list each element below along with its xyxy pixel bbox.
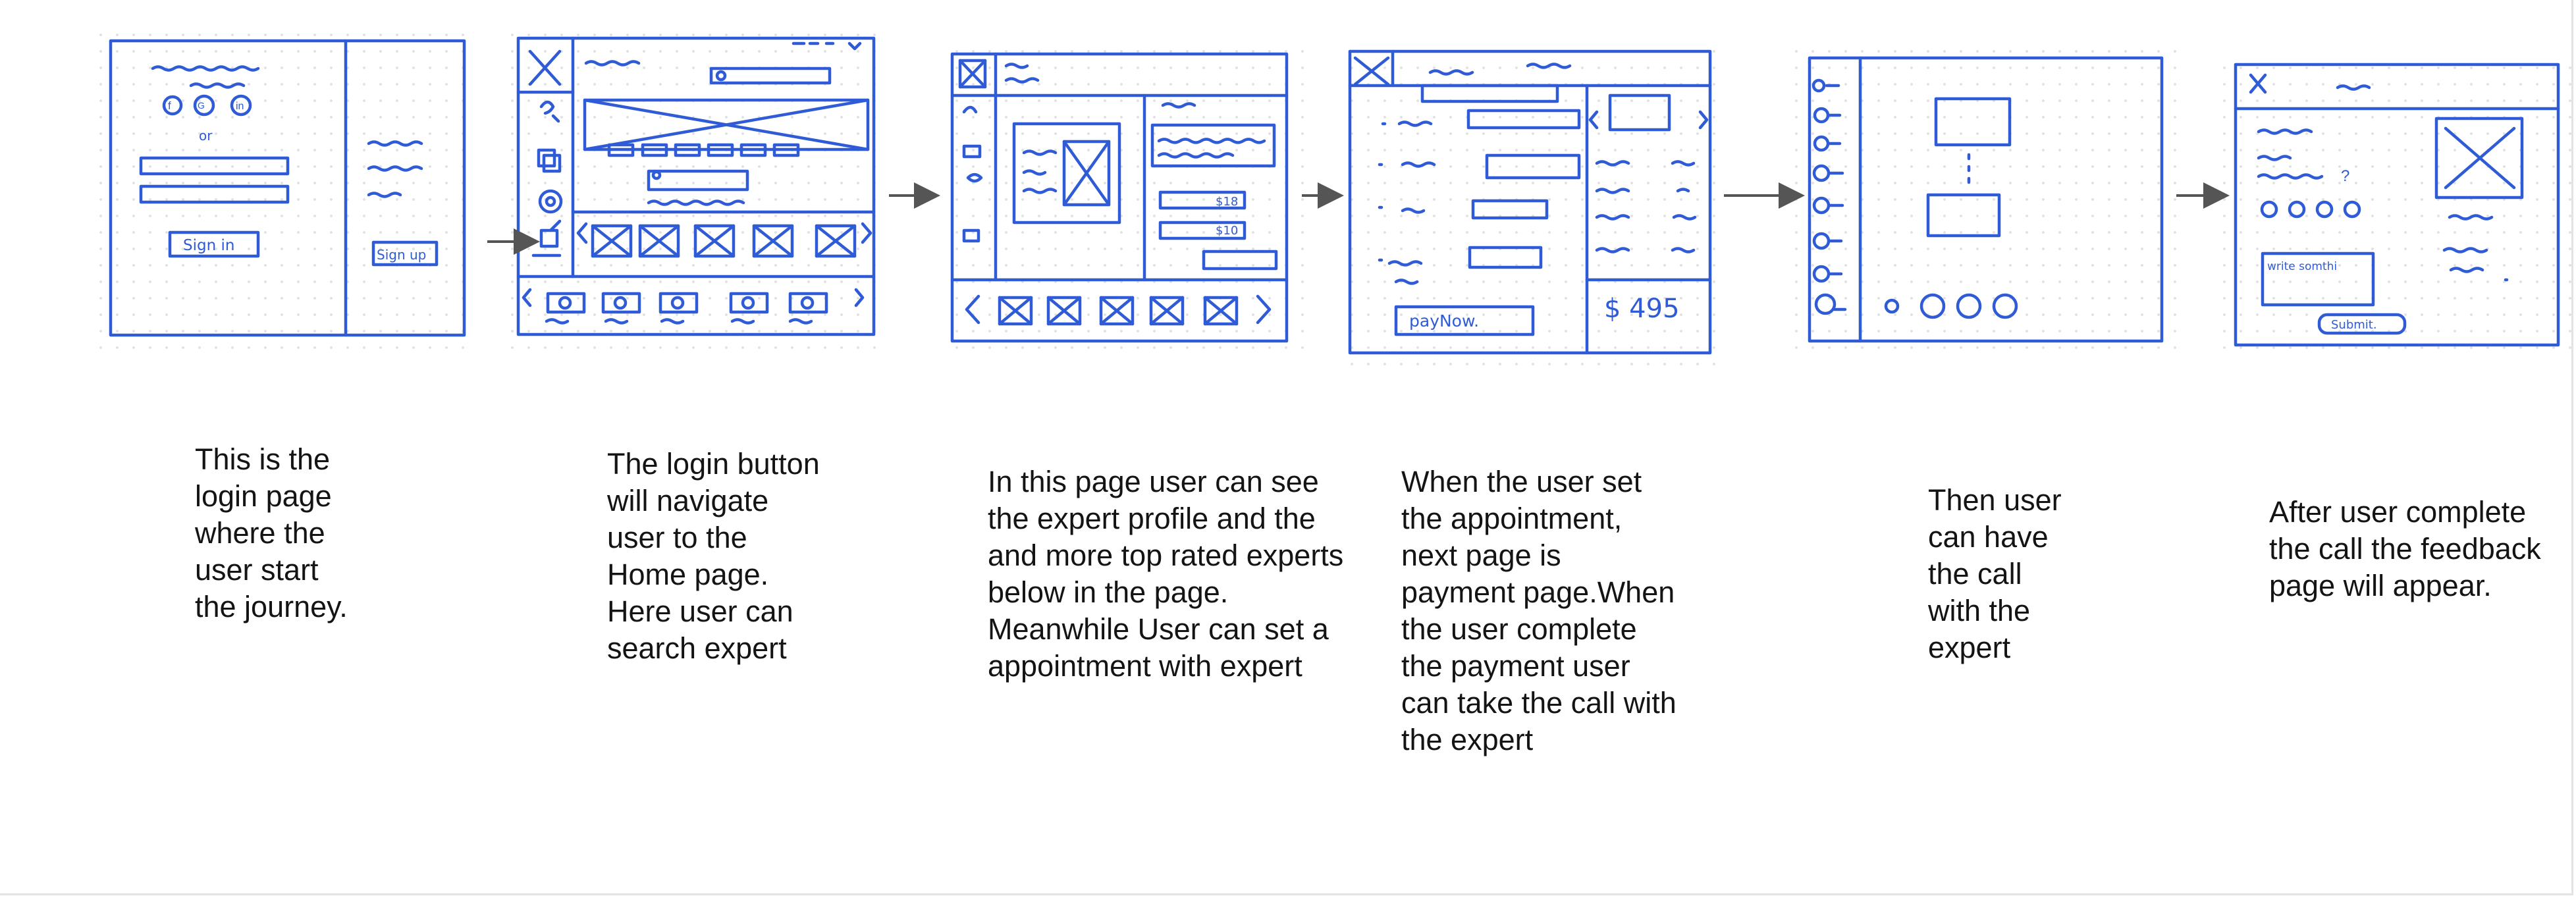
expert-profile-sketch — [950, 52, 1289, 343]
svg-text:in: in — [236, 101, 244, 112]
svg-text:f: f — [168, 99, 171, 112]
login-page-sketch: f G in — [109, 39, 466, 337]
svg-text:?: ? — [2341, 167, 2349, 185]
feedback-page-sketch: ? — [2234, 63, 2560, 347]
flow-arrows — [487, 182, 2230, 255]
caption-login: This is the login page where the user st… — [195, 442, 348, 623]
login-signup-label: Sign up — [377, 247, 426, 263]
feedback-input-label: write somthi — [2267, 260, 2337, 273]
caption-home: The login button will navigate user to t… — [607, 447, 820, 665]
paynow-label: payNow. — [1409, 311, 1479, 330]
profile-price-label: $10 — [1216, 224, 1238, 238]
svg-text:G: G — [198, 100, 205, 111]
call-page-sketch — [1808, 56, 2164, 343]
feedback-submit-label: Submit. — [2331, 318, 2377, 332]
payment-total-label: $ 495 — [1604, 294, 1680, 324]
payment-page-sketch — [1348, 49, 1712, 355]
caption-expert-profile: In this page user can see the expert pro… — [988, 465, 1344, 683]
caption-call: Then user can have the call with the exp… — [1928, 483, 2062, 664]
caption-feedback: After user complete the call the feedbac… — [2269, 495, 2541, 602]
login-signin-label: Sign in — [183, 237, 234, 254]
profile-price-label: $18 — [1216, 195, 1238, 209]
caption-payment: When the user set the appointment, next … — [1401, 465, 1677, 756]
login-or-label: or — [199, 128, 213, 144]
home-page-sketch — [516, 36, 876, 336]
